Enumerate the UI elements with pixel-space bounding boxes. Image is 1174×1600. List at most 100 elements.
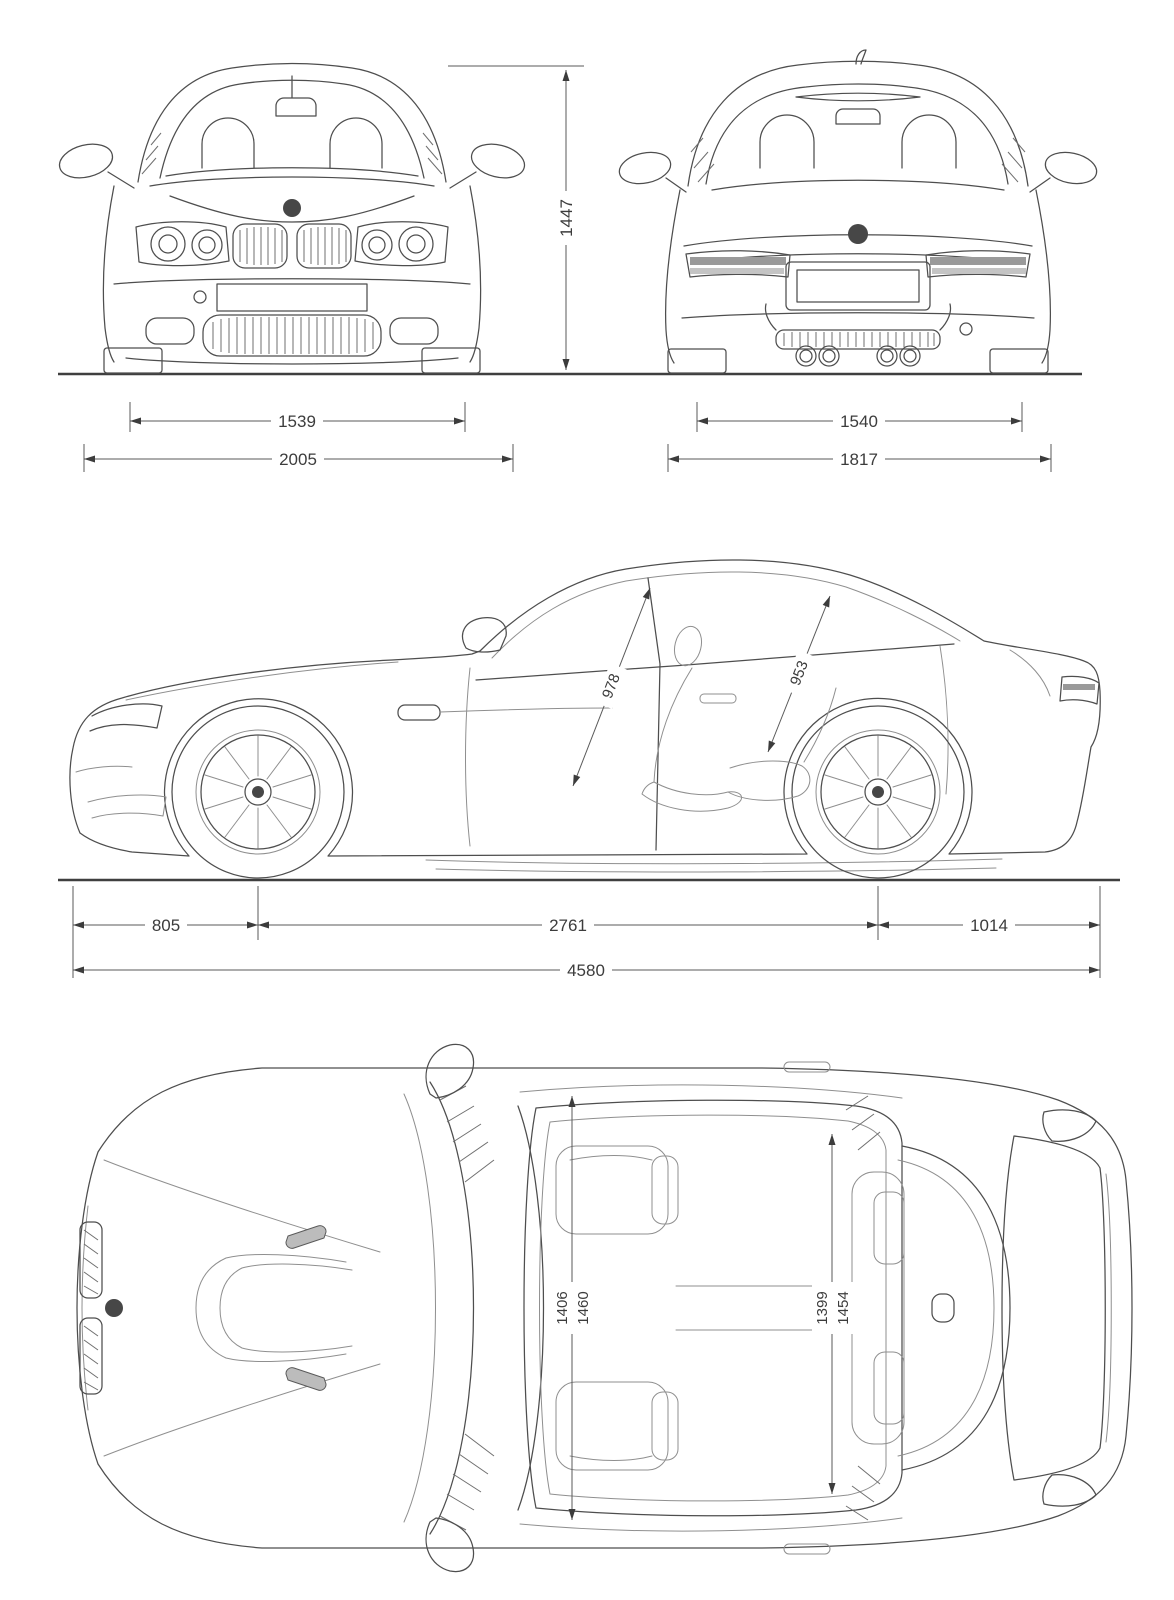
- taillight-left: [685, 250, 791, 278]
- extension-ticks: [129, 402, 466, 432]
- license-plate: [216, 283, 368, 312]
- rim: [820, 734, 936, 850]
- label-backing: [145, 916, 187, 934]
- license-recess: [785, 261, 931, 311]
- label-backing: [783, 650, 815, 696]
- side-mirror-right: [1044, 151, 1098, 185]
- dim-rear-cabin-width: 1399 1454: [812, 1134, 854, 1494]
- exhaust-tip: [818, 345, 840, 367]
- rear-wheel: [791, 705, 965, 879]
- bmw-roundel-icon: [105, 1299, 123, 1317]
- lamp-core: [158, 234, 178, 254]
- headlight-left: [135, 221, 230, 267]
- dim-rear-interior-height: 953: [767, 595, 831, 753]
- seat-right: [555, 1381, 669, 1471]
- interior-mirror: [835, 108, 881, 125]
- top-view: [76, 1043, 1133, 1573]
- hood-shutline: [125, 661, 399, 701]
- tire: [171, 705, 345, 879]
- spokes: [204, 735, 312, 849]
- grille-left: [232, 223, 288, 269]
- spokes: [824, 735, 932, 849]
- rear-overhang-label: 1014: [970, 916, 1008, 935]
- dim-front-cabin-width: 1406 1460: [552, 1096, 594, 1520]
- sensor-dot: [193, 290, 207, 304]
- license-plate: [796, 269, 920, 303]
- exhaust-bore: [799, 349, 813, 363]
- seat-bolsters: [569, 1155, 653, 1461]
- front-view: [58, 62, 526, 374]
- body-sides: [102, 185, 482, 363]
- rear-headrest-right: [873, 1351, 905, 1425]
- hub: [244, 778, 272, 806]
- c-pillar-hatch: [845, 1095, 881, 1521]
- bumper-top-line: [113, 278, 471, 285]
- grille-left: [79, 1221, 103, 1299]
- body-profile: [69, 559, 1101, 857]
- label-backing: [595, 663, 627, 709]
- rear-window-arc: [901, 1145, 1011, 1471]
- door-handle-top: [783, 1061, 831, 1073]
- side-gill: [397, 704, 613, 721]
- label-backing: [542, 916, 594, 934]
- grille-slats: [83, 1229, 99, 1391]
- mirror-stems: [107, 171, 477, 189]
- headlight-outline: [135, 221, 230, 267]
- antenna: [855, 49, 867, 65]
- bumper-bottom-line: [125, 357, 459, 365]
- pillar-hatch: [141, 132, 443, 175]
- bmw-roundel-icon: [252, 786, 264, 798]
- side-window-bands: [519, 1084, 903, 1532]
- b-pillar: [647, 577, 661, 851]
- label-backing: [833, 450, 885, 468]
- side-mirrors: [425, 1043, 475, 1573]
- hub: [864, 778, 892, 806]
- air-intake: [202, 314, 382, 357]
- taillight-bar: [930, 257, 1026, 265]
- exhaust-tip: [876, 345, 898, 367]
- dim-overall-width: 2005: [83, 444, 514, 472]
- side-view: [69, 559, 1101, 879]
- headliner-line: [539, 1114, 887, 1502]
- diffuser-outline: [775, 329, 941, 350]
- seat-left: [555, 1145, 669, 1235]
- rear-window-inner: [897, 1159, 995, 1457]
- extension-ticks: [696, 402, 1023, 432]
- rear-track-label: 1540: [840, 412, 878, 431]
- spoiler-lip: [1105, 1173, 1112, 1443]
- headlight-right: [354, 221, 449, 267]
- quarter-panel-line: [939, 645, 949, 795]
- taillight-right: [925, 250, 1031, 278]
- tire-right: [421, 347, 481, 374]
- kidney-grille: [232, 223, 352, 269]
- washer-nozzles: [285, 1225, 327, 1391]
- rear-elbow-width-label: 1454: [835, 1291, 852, 1324]
- side-mirror-left: [58, 143, 114, 179]
- overall-height-label: 1447: [557, 199, 576, 237]
- dim-front-track: 1539: [129, 402, 466, 432]
- headrests: [201, 117, 383, 169]
- rear-window: [705, 83, 1009, 191]
- side-mirror-left: [618, 151, 672, 185]
- antenna-fin: [931, 1293, 955, 1323]
- wheelbase-label: 2761: [549, 916, 587, 935]
- exhaust-bore: [822, 349, 836, 363]
- roof-outline: [687, 60, 1029, 187]
- label-backing: [963, 916, 1015, 934]
- label-backing: [560, 961, 612, 979]
- hood-power-dome: [195, 1254, 353, 1362]
- a-pillar-hatch: [439, 1085, 495, 1531]
- dimensions: 1447 1539 2005 1540 1817: [72, 65, 1101, 1520]
- front-track-label: 1539: [278, 412, 316, 431]
- gill-trim-line: [439, 707, 613, 713]
- dim-rear-track: 1540: [696, 402, 1023, 432]
- fender-lines: [103, 1159, 381, 1457]
- lamp-ring: [398, 226, 434, 262]
- dim-front-interior-height: 978: [572, 587, 651, 787]
- intake-outline: [202, 314, 382, 357]
- bench-back: [851, 1171, 905, 1445]
- front-overhang-label: 805: [152, 916, 180, 935]
- front-seats: [555, 1145, 679, 1471]
- kidney-grille: [79, 1221, 103, 1395]
- gill-vent: [397, 704, 441, 721]
